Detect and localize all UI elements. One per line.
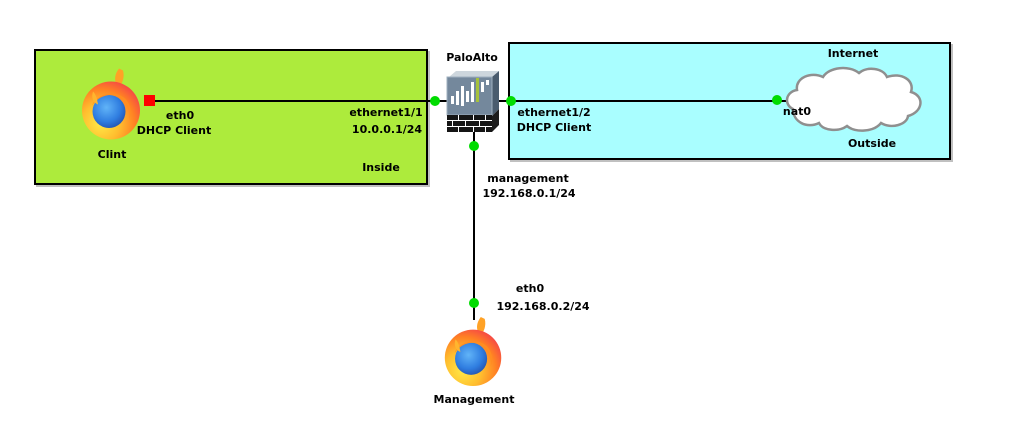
client-dhcp-note: DHCP Client <box>136 124 212 137</box>
firewall-mgmt-ip-label: 192.168.0.1/24 <box>482 187 576 200</box>
inside-zone-label: Inside <box>362 161 400 174</box>
firewall-mgmt-port-dot <box>469 141 479 151</box>
firefox-icon <box>444 316 502 387</box>
link-firewall-management[interactable] <box>473 130 475 320</box>
firewall-if2-dhcp-note: DHCP Client <box>516 121 592 134</box>
management-node[interactable] <box>441 316 507 388</box>
firewall-eth1-1-port-dot <box>430 96 440 106</box>
link-firewall-internet[interactable] <box>496 100 788 102</box>
firewall-if1-ip-label: 10.0.0.1/24 <box>351 123 423 136</box>
cloud-icon <box>785 66 922 132</box>
firewall-name-label: PaloAlto <box>446 51 498 64</box>
paloalto-firewall-node[interactable] <box>446 68 499 132</box>
cloud-nat0-port-dot <box>772 95 782 105</box>
internet-name-label: Internet <box>827 47 879 60</box>
firewall-if2-label: ethernet1/2 <box>517 106 591 119</box>
firewall-if1-label: ethernet1/1 <box>349 106 423 119</box>
client-port-status-square <box>144 95 155 106</box>
management-name-label: Management <box>433 393 515 406</box>
internet-cloud-node[interactable] <box>781 64 929 136</box>
firefox-icon <box>82 68 140 140</box>
firewall-eth1-2-port-dot <box>506 96 516 106</box>
outside-zone-label: Outside <box>847 137 897 150</box>
link-client-firewall[interactable] <box>150 100 448 102</box>
client-node[interactable] <box>79 67 145 142</box>
firewall-mgmt-if-label: management <box>487 172 569 185</box>
cloud-port-label: nat0 <box>782 105 812 118</box>
management-ip-label: 192.168.0.2/24 <box>496 300 590 313</box>
firewall-icon <box>446 71 499 132</box>
management-eth0-port-dot <box>469 298 479 308</box>
client-name-label: Clint <box>97 148 127 161</box>
management-port-label: eth0 <box>515 282 545 295</box>
client-port-label: eth0 <box>165 109 195 122</box>
